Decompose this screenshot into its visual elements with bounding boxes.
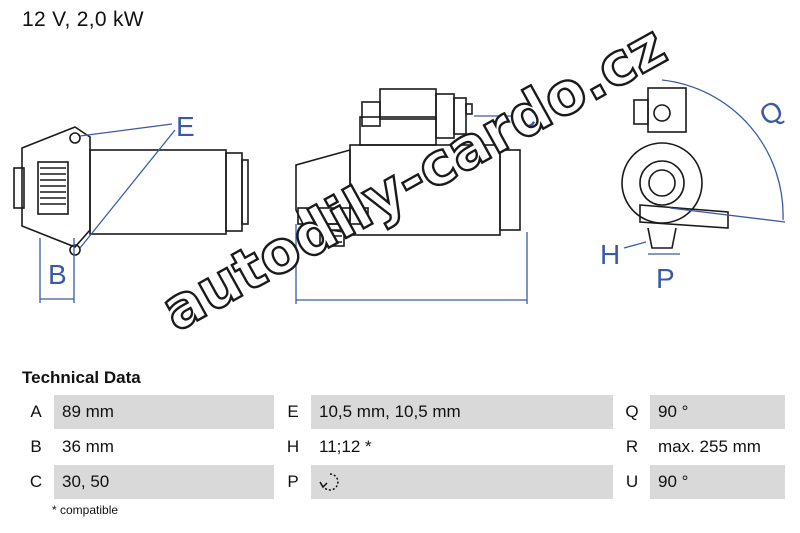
spec-key: U bbox=[613, 464, 650, 500]
table-row: B 36 mm H 11;12 * R max. 255 mm bbox=[20, 429, 785, 465]
spec-value: 10,5 mm, 10,5 mm bbox=[310, 395, 615, 430]
spec-key: H bbox=[274, 429, 311, 465]
spec-value: 36 mm bbox=[53, 429, 276, 465]
label-Q: Q bbox=[754, 94, 788, 132]
table-row: A 89 mm E 10,5 mm, 10,5 mm Q 90 ° bbox=[20, 395, 785, 430]
spec-key: E bbox=[274, 395, 311, 430]
starter-motor-technical-drawing: E B C Q H P bbox=[13, 79, 788, 304]
spec-value-rotation bbox=[310, 464, 615, 500]
footnote: * compatible bbox=[52, 503, 119, 517]
spec-value: 30, 50 bbox=[53, 464, 276, 500]
spec-value: 89 mm bbox=[53, 395, 276, 430]
label-H: H bbox=[600, 239, 620, 270]
spec-key: A bbox=[20, 395, 54, 430]
label-C: C bbox=[516, 102, 536, 133]
spec-value: 90 ° bbox=[649, 464, 785, 500]
technical-data-table: A 89 mm E 10,5 mm, 10,5 mm Q 90 ° B 36 m… bbox=[20, 395, 785, 500]
label-B: B bbox=[48, 259, 67, 290]
spec-value: max. 255 mm bbox=[649, 429, 785, 465]
rotation-counterclockwise-icon bbox=[319, 473, 339, 491]
table-row: C 30, 50 P U 90 ° bbox=[20, 464, 785, 500]
spec-key: P bbox=[274, 464, 311, 500]
spec-key: C bbox=[20, 464, 54, 500]
spec-value: 90 ° bbox=[649, 395, 785, 430]
section-title: Technical Data bbox=[22, 368, 141, 387]
spec-key: R bbox=[613, 429, 650, 465]
spec-key: Q bbox=[613, 395, 650, 430]
spec-value: 11;12 * bbox=[310, 429, 615, 465]
headline-voltage-power: 12 V, 2,0 kW bbox=[22, 8, 144, 31]
spec-key: B bbox=[20, 429, 54, 465]
label-P: P bbox=[656, 263, 675, 294]
label-E: E bbox=[176, 111, 195, 142]
